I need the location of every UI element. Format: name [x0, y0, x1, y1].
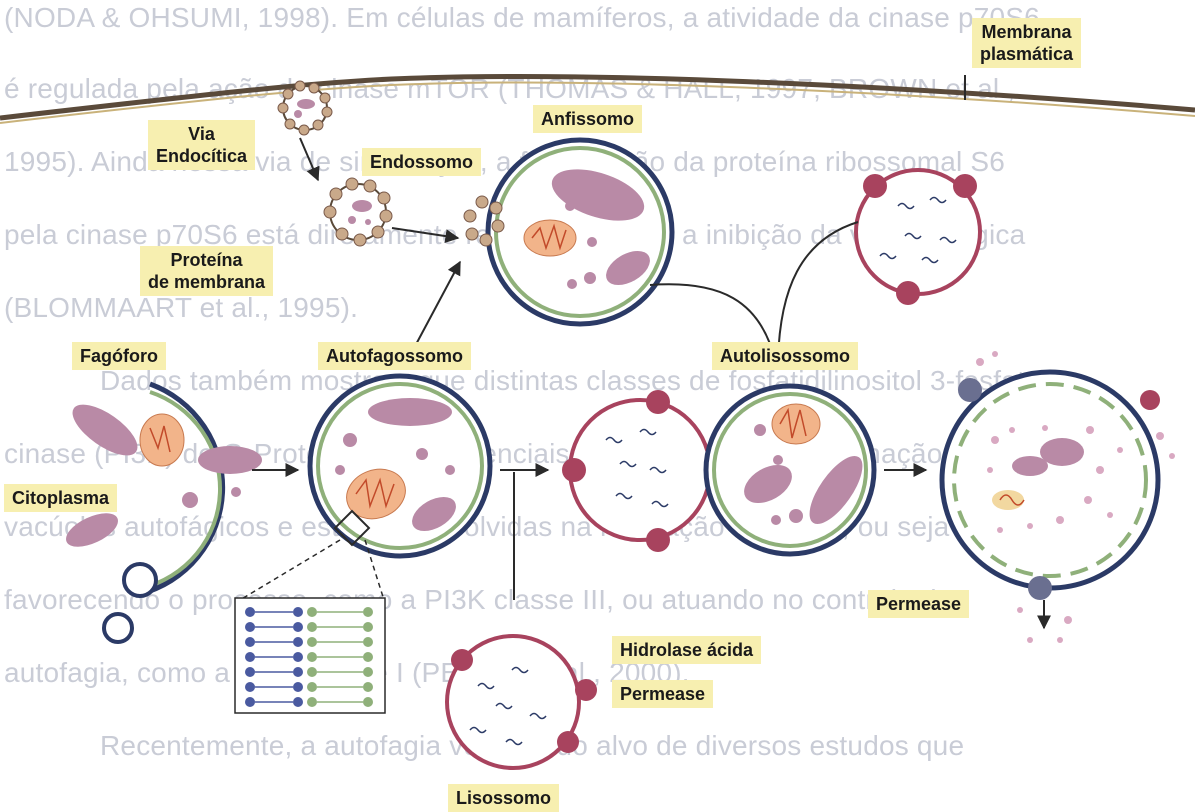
label-anfissomo: Anfissomo: [533, 105, 642, 133]
label-endossomo: Endossomo: [362, 148, 481, 176]
label-permease-right: Permease: [868, 590, 969, 618]
label-autofagossomo: Autofagossomo: [318, 342, 471, 370]
autophagosome: [310, 376, 490, 556]
label-fagoforo: Fagóforo: [72, 342, 166, 370]
phagophore: [61, 384, 262, 642]
label-hidrolase-acida: Hidrolase ácida: [612, 636, 761, 664]
label-permease-bottom: Permease: [612, 680, 713, 708]
lysosome-top: [856, 170, 980, 305]
label-citoplasma: Citoplasma: [4, 484, 117, 512]
label-lisossomo: Lisossomo: [448, 784, 559, 812]
lysosome-bottom: [447, 636, 597, 768]
endosome: [324, 178, 392, 246]
degrading-autolysosome: [942, 351, 1175, 643]
amphisome: [464, 140, 672, 324]
autolysosome: [562, 386, 874, 554]
bilayer-inset: [235, 598, 385, 713]
label-autolisossomo: Autolisossomo: [712, 342, 858, 370]
